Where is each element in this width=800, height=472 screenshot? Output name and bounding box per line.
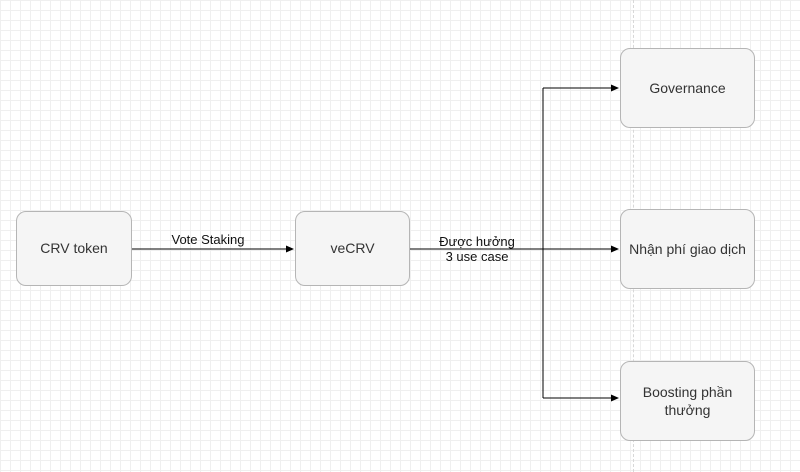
node-crv-token-label: CRV token bbox=[40, 240, 108, 257]
node-boosting-label: Boosting phần thưởng bbox=[642, 383, 733, 418]
node-vecrv-label: veCRV bbox=[330, 240, 375, 257]
node-governance-label: Governance bbox=[649, 79, 726, 96]
edge-label-use-case-line2: 3 use case bbox=[445, 249, 509, 264]
node-crv-token[interactable]: CRV token bbox=[16, 211, 132, 286]
edge-label-vote-staking: Vote Staking bbox=[171, 232, 245, 247]
edge-label-use-case: Được hưởng 3 use case bbox=[421, 234, 533, 264]
edge-label-use-case-line1: Được hưởng bbox=[439, 234, 515, 249]
node-vecrv[interactable]: veCRV bbox=[295, 211, 410, 286]
node-governance[interactable]: Governance bbox=[620, 48, 755, 128]
node-fees[interactable]: Nhận phí giao dịch bbox=[620, 209, 755, 289]
node-boosting[interactable]: Boosting phần thưởng bbox=[620, 361, 755, 441]
node-fees-label: Nhận phí giao dịch bbox=[629, 240, 746, 257]
